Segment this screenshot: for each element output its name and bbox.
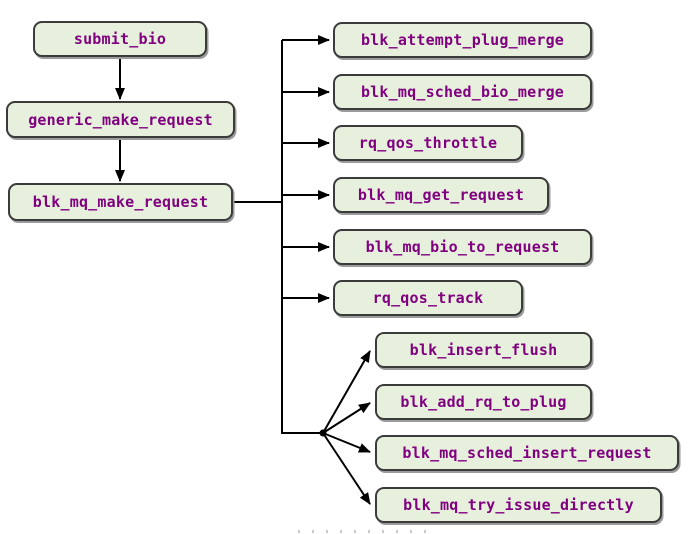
- edge-trunk: [281, 40, 322, 434]
- node-blk-add-rq-to-plug: blk_add_rq_to_plug: [375, 384, 592, 420]
- edge-fan-2: [322, 402, 371, 434]
- node-blk-mq-try-issue-directly: blk_mq_try_issue_directly: [375, 487, 662, 523]
- node-label: blk_mq_get_request: [357, 186, 525, 204]
- node-label: blk_mq_try_issue_directly: [403, 496, 634, 514]
- node-label: rq_qos_throttle: [358, 134, 498, 152]
- edge-fan-3: [322, 432, 371, 453]
- node-label: blk_insert_flush: [409, 341, 558, 359]
- edge-fan-4: [322, 432, 371, 505]
- node-blk-insert-flush: blk_insert_flush: [375, 332, 592, 368]
- node-label: blk_add_rq_to_plug: [400, 393, 567, 411]
- clipped-caption-fragment: [298, 530, 428, 533]
- node-label: blk_mq_sched_bio_merge: [360, 83, 565, 101]
- node-blk-mq-get-request: blk_mq_get_request: [333, 177, 549, 213]
- node-blk-attempt-plug-merge: blk_attempt_plug_merge: [333, 22, 592, 58]
- node-label: blk_mq_sched_insert_request: [402, 444, 652, 462]
- node-submit-bio: submit_bio: [33, 21, 207, 57]
- node-label: submit_bio: [73, 30, 167, 48]
- node-label: generic_make_request: [28, 110, 213, 129]
- edge-fan-1: [322, 350, 371, 434]
- node-blk-mq-sched-insert-request: blk_mq_sched_insert_request: [375, 435, 679, 471]
- node-label: blk_attempt_plug_merge: [360, 31, 565, 49]
- node-label: blk_mq_make_request: [32, 193, 209, 211]
- node-rq-qos-throttle: rq_qos_throttle: [333, 125, 523, 161]
- node-blk-mq-bio-to-request: blk_mq_bio_to_request: [333, 229, 592, 265]
- node-blk-mq-make-request: blk_mq_make_request: [8, 183, 233, 221]
- node-label: blk_mq_bio_to_request: [365, 238, 560, 256]
- node-blk-mq-sched-bio-merge: blk_mq_sched_bio_merge: [333, 74, 592, 110]
- node-generic-make-request: generic_make_request: [6, 101, 235, 138]
- fan-junction-dot: [319, 429, 327, 437]
- node-rq-qos-track: rq_qos_track: [333, 280, 523, 316]
- node-label: rq_qos_track: [372, 289, 484, 307]
